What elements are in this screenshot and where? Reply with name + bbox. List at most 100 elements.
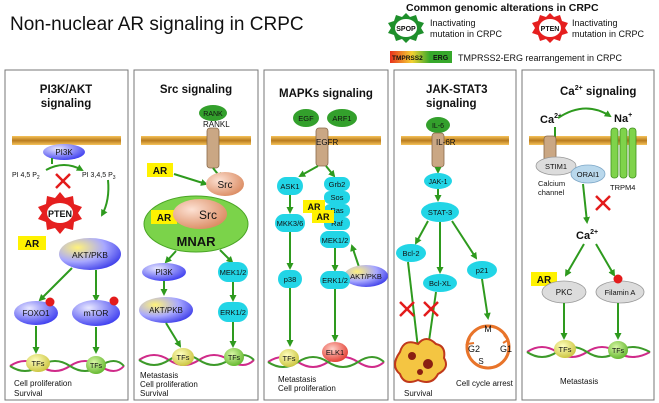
foxo1-label: FOXO1 [22,309,50,318]
pi3k-outcome-1: Cell proliferation [14,379,72,388]
stim1-label: STIM1 [545,162,567,171]
erg-label: ERG [433,55,449,62]
jak1-node [424,173,452,189]
tf-label: TFs [559,345,572,354]
membrane-pi3k [12,136,121,145]
pi3k-label: PI3K [55,148,73,157]
tf-node [554,340,576,358]
ras-label: Ras [330,206,344,215]
egf-label: EGF [298,114,314,123]
calcium-outcome-1: Metastasis [560,377,598,386]
bclxl-label: Bcl-XL [429,279,451,288]
membrane-calcium [529,136,647,145]
p38-label: p38 [284,275,297,284]
na-label: Na+ [614,112,632,125]
pip2-label: PI 4,5 P2 [12,172,40,181]
trpm4-channel-icon [610,127,637,179]
jak-outcome-1: Survival [404,389,433,398]
bcl2-node [396,244,426,262]
jak-outcome-2: Cell cycle arrest [456,379,514,388]
trpm4-inhibition-cross-icon [595,195,611,211]
mapk-outcome-1: Metastasis [278,375,316,384]
mek-label: MEK1/2 [322,236,349,245]
tf-node [224,348,244,366]
rank-label: RANK [203,111,223,118]
mtor-node [72,300,120,326]
pi3k-outcome-2: Survival [14,389,43,398]
spop-text-2: mutation in CRPC [430,29,503,39]
mtor-phospho-icon [109,296,119,306]
phase-m: M [484,324,492,334]
ar-label: AR [308,202,321,212]
stim1-node [535,156,577,176]
bclxl-node [423,274,457,292]
rankl-label: RANKL [203,120,230,129]
pten-star-icon: PTEN [38,192,82,234]
erk-label: ERK1/2 [220,308,246,317]
grb2-label: Grb2 [329,180,346,189]
egfr-receptor [315,127,329,167]
jak-panel-title-2: signaling [426,98,476,110]
erk-node [218,302,248,322]
diagram-title: Non-nuclear AR signaling in CRPC [10,14,304,35]
fusion-text: TMPRSS2-ERG rearrangement in CRPC [458,53,623,63]
filamin-label: Filamin A [605,288,636,297]
sos-node [324,191,350,204]
egfr-label: EGFR [316,138,338,147]
pten-text-2: mutation in CRPC [572,29,645,39]
tf-label: TFs [90,363,103,370]
ar-label: AR [153,166,168,177]
src-panel-title: Src signaling [160,84,232,96]
p38-node [278,270,302,288]
tf-label: TFs [228,355,241,362]
p21-node [467,261,497,279]
calcium-channel-label-2: channel [538,188,565,197]
jak1-label: JAK-1 [428,179,447,186]
spop-text-1: Inactivating [430,18,476,28]
ar-box [303,200,325,213]
trpm4-label: TRPM4 [610,183,635,192]
legend: Common genomic alterations in CRPC SPOP … [388,2,645,63]
tf-node [279,349,299,367]
orai1-label: ORAI1 [577,170,600,179]
pi3k-inhibition-cross-icon [55,173,71,189]
src-outcome-2: Cell proliferation [140,380,198,389]
phase-s: S [478,357,483,366]
fusion-gene-icon [390,51,430,63]
elk1-label: ELK1 [326,348,344,357]
rank-receptor [206,127,220,169]
tf-node [26,354,50,372]
tf-node [608,341,628,359]
bcl2-label: Bcl-2 [402,249,419,258]
apoptosis-block-cross-icon [399,301,439,317]
ca-in-label: Ca2+ [540,113,562,126]
mek-label: MEK1/2 [220,268,247,277]
stat3-label: STAT-3 [428,208,452,217]
ask1-node [277,177,303,195]
src-outcome-1: Metastasis [140,371,178,380]
calcium-channel-label-1: Calcium [538,179,565,188]
rank-node [199,105,227,121]
elk1-node [322,342,348,362]
apoptotic-cell-icon [394,338,447,383]
raf-label: Raf [331,219,344,228]
ar-box [18,236,46,250]
akt-node [344,265,388,287]
panel-calcium [521,69,655,401]
tf-node [172,348,194,366]
ar-box [151,210,177,224]
tf-label: TFs [177,353,190,362]
mkk-node [275,214,305,232]
ar-label: AR [317,212,330,222]
ar-box [312,210,334,223]
pten-badge-icon: PTEN [532,13,568,43]
il6-label: IL-6 [432,123,444,130]
panel-pi3k [4,69,129,401]
mkk-label: MKK3/6 [277,219,304,228]
stat3-node [421,202,459,222]
pip3-label: PI 3,4,5 P3 [82,172,116,181]
ca-mid-label: Ca2+ [576,229,598,242]
erk-node [320,271,350,289]
il6r-label: IL-6R [436,138,456,147]
tf-label: TFs [612,348,625,355]
